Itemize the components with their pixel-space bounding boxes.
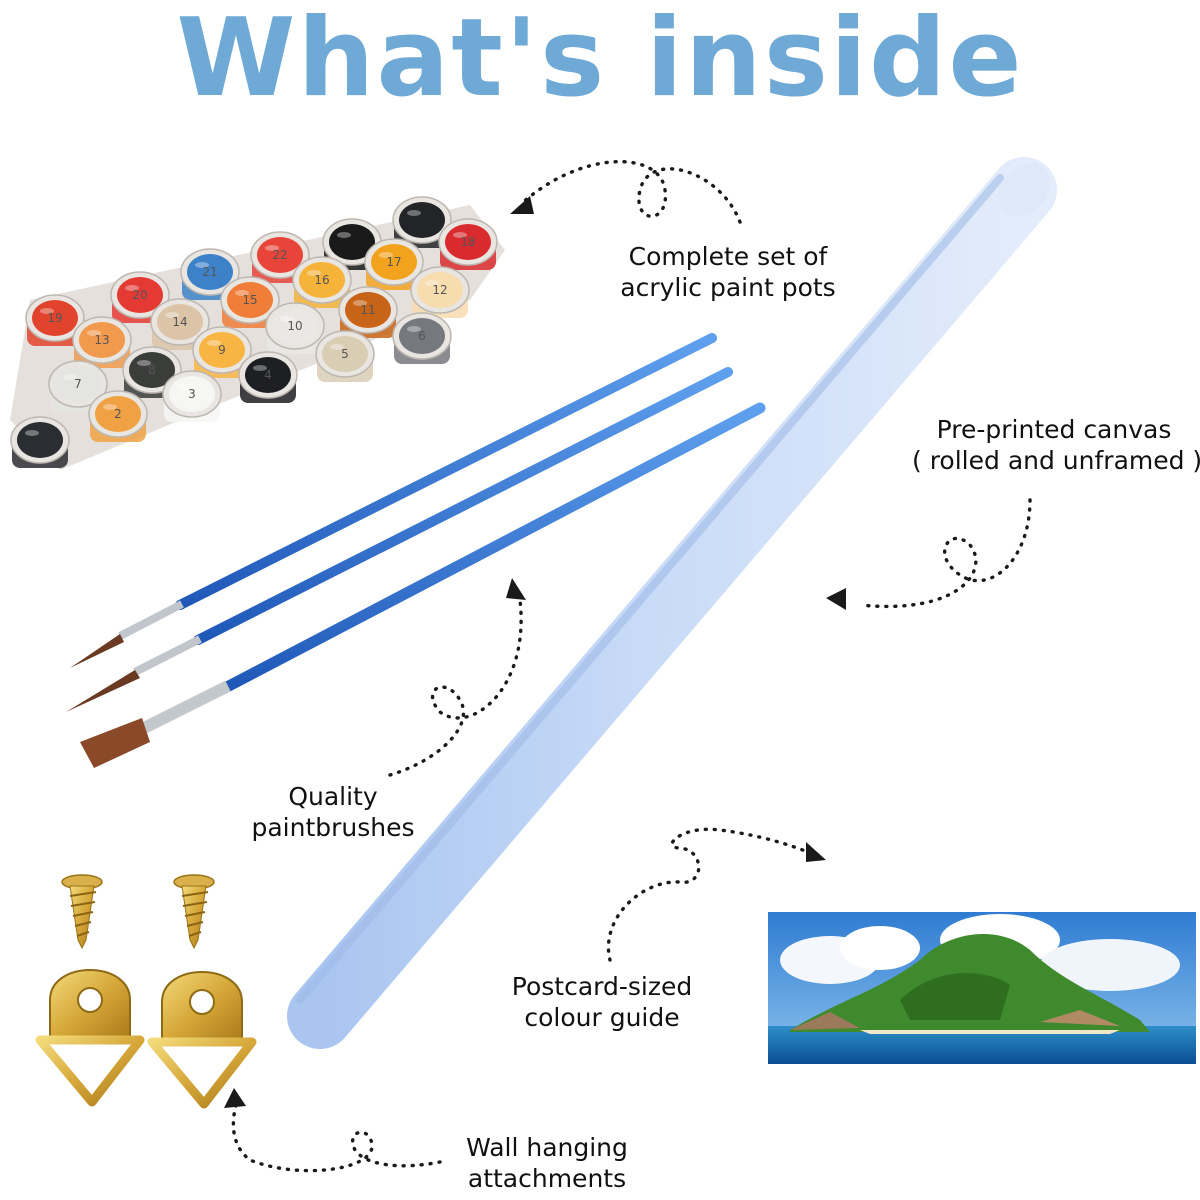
paint-pot: 10 [265,302,325,354]
paintbrush-1 [70,333,717,668]
paint-pot-number: 2 [114,407,122,421]
paint-pot: 16 [292,256,352,308]
paintbrush-3 [80,402,766,768]
paint-pot-number: 17 [386,255,401,269]
paint-pot: 22 [250,231,310,283]
rolled-canvas [287,157,1057,1049]
label-paint-pots-line2: acrylic paint pots [620,273,836,302]
paint-pot: 18 [438,218,498,270]
paint-pot: 8 [122,346,182,398]
paint-pot: 15 [220,276,280,328]
label-brushes-line2: paintbrushes [251,813,415,842]
label-brushes: Quality paintbrushes [238,781,428,843]
label-canvas-line1: Pre-printed canvas [936,415,1172,444]
paint-pot-number: 7 [74,377,82,391]
paint-pot-number: 9 [218,343,226,357]
paint-pot-number: 16 [314,273,329,287]
paint-pot-number: 12 [432,283,447,297]
paint-pot-number: 10 [287,319,302,333]
paintbrushes [66,333,766,768]
paint-pot: 17 [364,238,424,290]
paint-pot: 5 [315,330,375,382]
paint-pot-number: 6 [418,329,426,343]
label-hanging-line2: attachments [467,1164,627,1193]
paint-pot-number: 21 [202,265,217,279]
paint-pot: 3 [162,370,222,422]
label-brushes-line1: Quality [288,782,378,811]
label-colour-guide: Postcard-sized colour guide [490,971,714,1033]
paint-pot-number: 14 [172,315,187,329]
paint-pot-number: 5 [341,347,349,361]
label-paint-pots-line1: Complete set of [628,242,828,271]
wall-hanging-hardware [35,874,257,1109]
paint-pot: 6 [392,312,452,364]
paint-pot: 4 [238,351,298,403]
paint-pot-number: 18 [460,235,475,249]
paint-pot: 9 [192,326,252,378]
paint-pot [10,416,70,468]
label-hanging-line1: Wall hanging [466,1133,628,1162]
paint-pot: 11 [338,286,398,338]
page-title: What's inside [176,0,1024,121]
paint-pot-number: 4 [264,368,272,382]
label-colour-guide-line2: colour guide [524,1003,680,1032]
arrow-to-colour-guide [606,827,826,962]
paint-pot-number: 13 [94,333,109,347]
paint-pot-number: 3 [188,387,196,401]
paint-pot-number: 8 [148,363,156,377]
screw-2 [173,874,215,950]
label-canvas-line2: ( rolled and unframed ) [912,446,1200,475]
arrow-to-brushes [388,578,526,777]
paint-pot: 14 [150,298,210,350]
label-canvas: Pre-printed canvas ( rolled and unframed… [912,414,1200,476]
colour-guide-postcard [768,912,1196,1064]
paint-pot [392,196,452,248]
label-colour-guide-line1: Postcard-sized [511,972,693,1001]
arrow-to-paint-pots [510,159,742,224]
label-paint-pots: Complete set of acrylic paint pots [600,241,856,303]
paint-pot-number: 11 [360,303,375,317]
label-hanging: Wall hanging attachments [440,1132,654,1194]
paint-pot: 12 [410,266,470,318]
paint-pot-number: 15 [242,293,257,307]
paint-pot: 20 [110,271,170,323]
paint-pots-set: 19 20 21 22 18 13 14 15 16 17 12 7 8 9 10 11 6 2 3 4 5 [10,196,505,470]
paint-pot: 2 [88,390,148,442]
screw-1 [61,874,103,950]
hanger-2 [147,971,257,1109]
arrow-to-hanging-hardware [224,1088,442,1173]
hanger-1 [35,969,145,1107]
paint-pot-number: 19 [47,311,62,325]
paint-pot-number: 22 [272,248,287,262]
paint-pot: 13 [72,316,132,368]
arrow-to-canvas [826,498,1032,610]
paint-pot: 7 [48,360,108,412]
paint-pot: 19 [25,294,85,346]
paint-pot-number: 20 [132,288,147,302]
paintbrush-2 [66,367,733,712]
